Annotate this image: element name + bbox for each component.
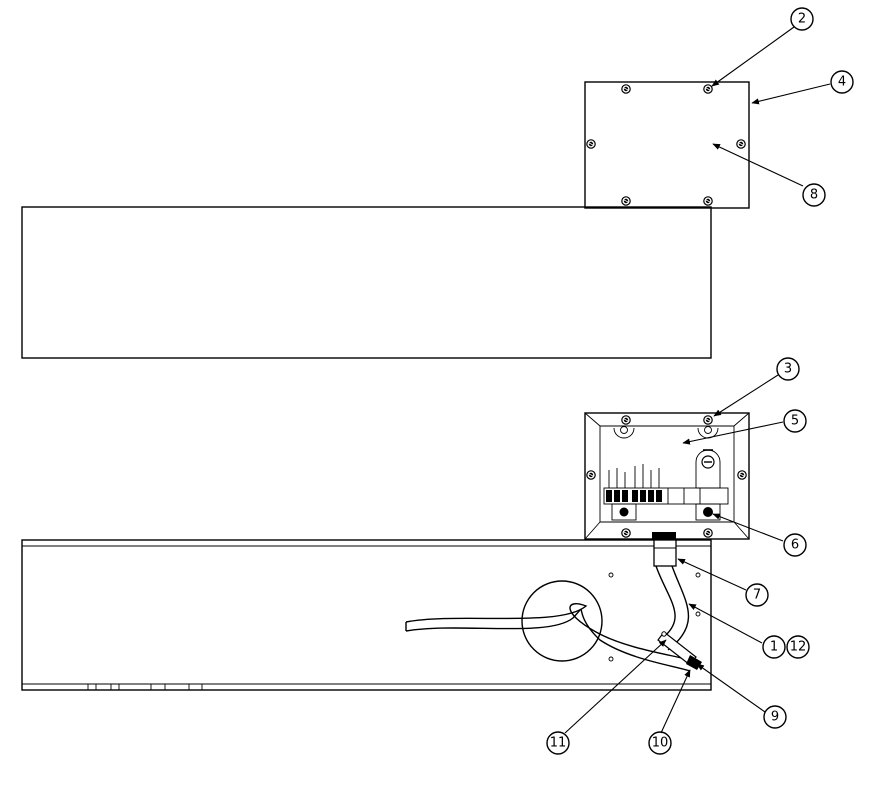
callout-3-label: 3 bbox=[784, 362, 792, 377]
callout-10-label: 10 bbox=[652, 736, 669, 751]
heater-body-top bbox=[21, 206, 712, 359]
callout-12: 12 bbox=[786, 635, 810, 659]
power-cable bbox=[405, 565, 702, 672]
leader-lines bbox=[564, 26, 831, 734]
callout-3: 3 bbox=[776, 357, 800, 381]
cover-screws bbox=[586, 84, 746, 206]
bottom-slots bbox=[87, 684, 203, 690]
callout-4-label: 4 bbox=[838, 75, 846, 90]
callout-10: 10 bbox=[648, 731, 672, 755]
callout-6: 6 bbox=[783, 533, 807, 557]
heater-body-bottom bbox=[21, 539, 712, 691]
ground-lug bbox=[695, 449, 721, 489]
callout-7-label: 7 bbox=[753, 588, 761, 603]
mounting-holes bbox=[608, 572, 701, 662]
bottom-view bbox=[21, 412, 750, 691]
callout-11-label: 11 bbox=[550, 736, 567, 751]
top-view bbox=[21, 81, 750, 359]
callout-8-label: 8 bbox=[810, 188, 818, 203]
callout-5: 5 bbox=[783, 409, 807, 433]
knockout-hole bbox=[521, 580, 603, 662]
junction-box-cover bbox=[584, 81, 750, 209]
callout-7: 7 bbox=[745, 583, 769, 607]
callout-5-label: 5 bbox=[791, 414, 799, 429]
callout-4: 4 bbox=[830, 70, 854, 94]
callout-6-label: 6 bbox=[791, 538, 799, 553]
callout-9-label: 9 bbox=[771, 710, 779, 725]
callout-2-label: 2 bbox=[798, 12, 806, 27]
callout-2: 2 bbox=[790, 7, 814, 31]
callout-11: 11 bbox=[546, 731, 570, 755]
callout-8: 8 bbox=[802, 183, 826, 207]
junction-box bbox=[584, 412, 750, 540]
callout-12-label: 12 bbox=[790, 640, 807, 655]
callout-1-label: 1 bbox=[770, 640, 778, 655]
callout-1: 1 bbox=[762, 635, 786, 659]
box-screws bbox=[586, 415, 747, 538]
terminal-block bbox=[603, 464, 729, 505]
conduit-connector bbox=[652, 532, 677, 567]
callout-9: 9 bbox=[763, 705, 787, 729]
